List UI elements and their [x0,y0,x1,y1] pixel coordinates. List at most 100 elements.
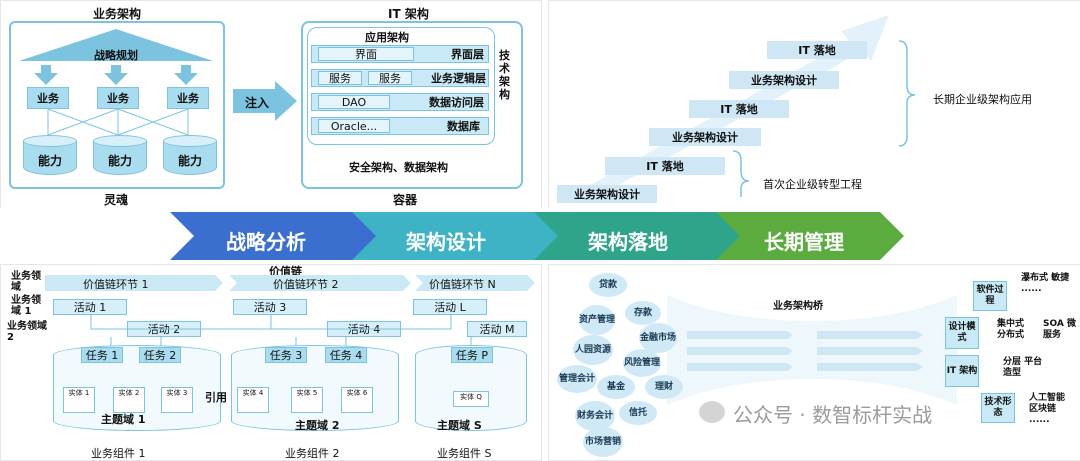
inject-arrow [233,81,297,121]
side-label-domain-1: 业务领域 1 [11,295,41,317]
side-label-domain: 业务领域 [11,271,41,293]
step-it-2: IT 落地 [689,100,789,118]
layer-logic-item-2: 服务 [368,71,412,85]
blob-deposit: 存款 [625,301,661,325]
first-label: 首次企业级转型工程 [763,178,862,191]
stage-1-label: 战略分析 [226,230,306,254]
task-1: 任务 1 [81,347,123,363]
step-it-1: IT 落地 [605,157,725,175]
entity-1: 实体 1 [63,387,95,413]
inject-label: 注入 [245,96,270,110]
security-label: 安全架构、数据架构 [349,161,448,174]
side-label-domain-2: 业务领域 2 [7,321,47,343]
panel-business-it: 业务架构 IT 架构 战略规划 业务 业务 业务 能力 能力 能力 灵魂 注入 … [0,0,542,210]
activity-l: 活动 L [413,299,487,315]
layer-logic-name: 业务逻辑层 [431,72,486,85]
entity-2: 实体 2 [113,387,145,413]
stage-4-label: 长期管理 [764,230,844,254]
capability-cylinder-2: 能力 [93,135,147,175]
layer-logic-item-1: 服务 [318,71,362,85]
capability-label-1: 能力 [23,141,77,175]
task-2: 任务 2 [139,347,181,363]
component-cylinder-s [415,345,527,431]
panel-roadmap: 业务架构设计 IT 落地 业务架构设计 IT 落地 业务架构设计 IT 落地 长… [548,0,1080,210]
layer-db-name: 数据库 [447,120,480,133]
business-arch-title: 业务架构 [93,7,142,21]
step-design-3: 业务架构设计 [729,71,839,89]
step-design-1: 业务架构设计 [557,185,657,203]
business-frame [9,21,225,189]
down-arrows [34,65,198,85]
blob-wealth: 理财 [645,375,683,399]
component-1-label: 业务组件 1 [91,447,146,460]
stage-2-label: 架构设计 [406,230,486,254]
banner-chevrons [170,212,904,260]
panel-bridge: 业务架构桥 贷款 资产管理 存款 金融市场 人园资源 风险管理 管理会计 基金 … [548,264,1080,461]
capability-cylinder-3: 能力 [163,135,217,175]
blob-marketing: 市场营销 [583,427,623,457]
step-it-3: IT 落地 [767,41,867,59]
stage-banner: 战略分析 架构设计 架构落地 长期管理 [0,208,1080,264]
layer-db-item: Oracle... [318,119,390,133]
stage-3-label: 架构落地 [588,230,668,254]
layer-ui-name: 界面层 [451,48,484,61]
app-arch-label: 应用架构 [365,31,409,44]
blob-fund: 基金 [597,375,635,399]
panel-value-chain: 价值链 业务领域 业务领域 1 业务领域 2 价值链环节 1 价值链环节 2 价… [0,264,542,461]
activity-3: 活动 3 [233,299,307,315]
value-chain-arrows [45,275,535,291]
process-text: 瀑布式 敏捷 ...... [1021,273,1070,294]
bridge-shape [667,295,957,405]
chain-segment-2: 价值链环节 2 [273,278,339,291]
wechat-icon [699,401,725,423]
container-label: 容器 [393,193,418,207]
blob-risk: 风险管理 [623,349,661,377]
tech-arch-label: 技术架构 [499,49,510,101]
layer-dao: DAO 数据访问层 [311,93,489,111]
entity-6: 实体 6 [341,387,373,413]
layer-ui: 界面 界面层 [311,45,489,63]
long-term-label: 长期企业级架构应用 [933,93,1032,106]
label-design: 设计模式 [945,317,979,349]
blob-trust: 信托 [619,401,657,425]
blob-loan: 贷款 [589,273,627,297]
entity-5: 实体 5 [291,387,323,413]
it-frame [301,21,523,189]
entity-4: 实体 4 [237,387,269,413]
strategy-label: 战略规划 [94,49,138,62]
soa-text: SOA 微服务 [1043,319,1076,340]
domain-1-label: 主题域 1 [101,413,146,426]
chain-segment-n: 价值链环节 N [429,278,496,291]
business-unit-3: 业务 [167,87,209,109]
reference-label: 引用 [205,391,227,404]
task-p: 任务 P [451,347,493,363]
business-unit-1: 业务 [27,87,69,109]
app-frame [307,27,495,145]
design-text: 集中式 分布式 [997,319,1025,340]
it-text: 分层 平台造型 [1003,357,1043,378]
strategy-roof [19,29,213,61]
it-arch-title: IT 架构 [388,7,429,21]
blob-market: 金融市场 [639,323,677,353]
label-process: 软件过程 [973,281,1007,311]
tech-text: 人工智能 区块链 ...... [1029,393,1066,425]
blob-hr: 人园资源 [573,335,613,365]
task-3: 任务 3 [265,347,307,363]
blob-mgmt-acct: 管理会计 [557,365,597,393]
watermark: 公众号 · 数智标杆实战 [733,403,933,427]
domain-2-label: 主题域 2 [295,419,340,432]
entity-3: 实体 3 [161,387,193,413]
value-chain-title: 价值链 [269,265,302,278]
layer-dao-item: DAO [318,95,390,109]
component-s-label: 业务组件 S [437,447,492,460]
task-4: 任务 4 [325,347,367,363]
layer-db: Oracle... 数据库 [311,117,489,135]
capability-links [47,109,189,136]
chain-segment-1: 价值链环节 1 [83,278,149,291]
label-tech: 技术形态 [981,393,1015,423]
blob-asset: 资产管理 [579,305,615,335]
domain-s-label: 主题域 S [437,419,482,432]
layer-logic: 服务 服务 业务逻辑层 [311,69,489,87]
activity-1: 活动 1 [53,299,127,315]
entity-q: 实体 Q [453,391,489,407]
